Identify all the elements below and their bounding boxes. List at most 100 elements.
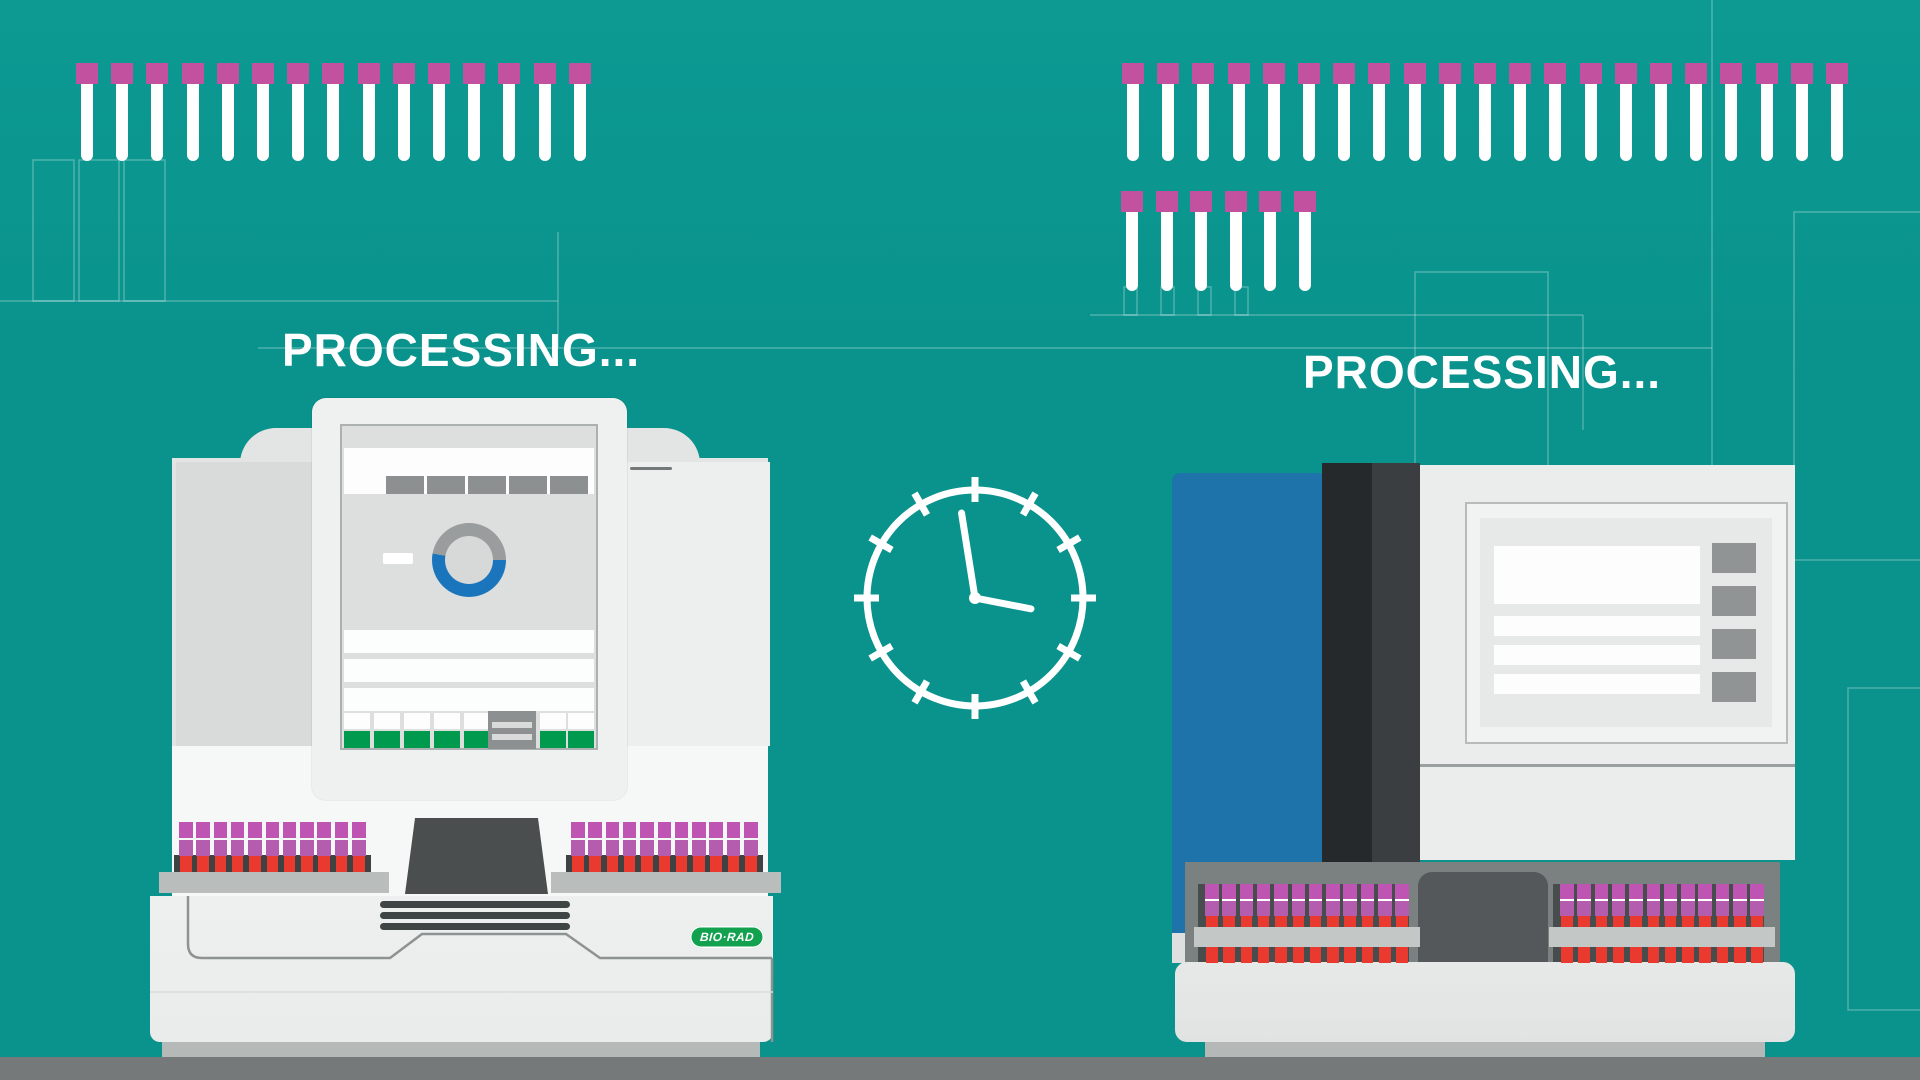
rack-tube-cap — [1222, 901, 1236, 916]
rack-tube-cap — [213, 822, 228, 838]
rack-tube-red — [606, 856, 619, 872]
sample-tube-body — [362, 84, 375, 161]
rack-tube-red — [1206, 947, 1218, 963]
rack-tube-red — [1327, 947, 1339, 963]
rack-tube-cap — [1222, 884, 1236, 899]
rack-tube-red — [335, 856, 348, 872]
rack-cap-divider — [1750, 899, 1764, 901]
sample-tube-cap — [1294, 191, 1316, 212]
screen-status-dash — [383, 553, 413, 564]
rack-tube-cap — [1629, 884, 1643, 899]
rack-cap-divider — [1395, 899, 1409, 901]
rack-tube-cap — [1308, 884, 1323, 899]
rack-tube-cap — [1733, 884, 1747, 899]
rack-tube-red — [1664, 947, 1677, 963]
sample-tube-cap — [76, 63, 98, 84]
rack-tube-red — [318, 856, 330, 872]
rack-tube-cap — [1750, 901, 1764, 916]
right-analyzer-front — [1175, 962, 1795, 1042]
sample-tube-cap — [1650, 63, 1672, 84]
sample-tube-body — [81, 84, 93, 161]
sample-tube-cap — [1826, 63, 1848, 84]
rack-tube-cap — [605, 840, 620, 856]
rack-tube-red — [1292, 916, 1304, 927]
rack-cap-divider — [1594, 899, 1609, 901]
right-analyzer-dark-column-2 — [1372, 463, 1420, 863]
rack-tube-red — [1344, 947, 1356, 963]
rack-tube-cap — [744, 840, 758, 856]
sample-tube-body — [1725, 84, 1738, 161]
rack-tube-red — [1734, 916, 1746, 927]
rack-tube-red — [1751, 916, 1763, 927]
sample-tube-cap — [111, 63, 134, 84]
screen-list-row — [344, 688, 594, 711]
screen-tab — [468, 476, 506, 494]
rack-tube-cap — [1274, 901, 1288, 916]
rack-tube-cap — [1291, 884, 1305, 899]
rack-tube-cap — [1360, 901, 1375, 916]
rack-tube-cap — [571, 822, 585, 838]
sample-tube-body — [503, 84, 516, 161]
rack-tube-cap — [1594, 884, 1609, 899]
rack-tube-cap — [588, 840, 602, 856]
rack-tube-cap — [1560, 901, 1574, 916]
sample-tube-cap — [1333, 63, 1356, 84]
rack-tube-cap — [1750, 884, 1764, 899]
sample-tube-body — [1160, 212, 1173, 291]
rack-tube-cap — [674, 822, 689, 838]
rack-tube-red — [1630, 916, 1642, 927]
screen-cell-white — [540, 713, 566, 729]
sample-tube-body — [151, 84, 164, 161]
rack-tube-cap — [1646, 901, 1660, 916]
screen-cell-green — [404, 731, 430, 748]
rack-tube-red — [1309, 916, 1322, 927]
left-analyzer-front — [150, 896, 773, 1042]
sample-tube-body — [1655, 84, 1667, 161]
display-list-row — [1494, 674, 1700, 694]
rack-cap-divider — [1291, 899, 1305, 901]
display-main-row — [1494, 546, 1700, 604]
rack-tube-cap — [1663, 901, 1678, 916]
display-button — [1712, 629, 1756, 659]
display-list-row — [1494, 616, 1700, 636]
right-processing-label: PROCESSING... — [1303, 346, 1662, 398]
rack-tube-red — [1309, 947, 1322, 963]
rack-tube-cap — [1326, 884, 1340, 899]
sample-tube-cap — [1122, 63, 1144, 84]
sample-tube-cap — [1438, 63, 1461, 84]
rack-tube-red — [1292, 947, 1304, 963]
left-analyzer-pedestal — [162, 1042, 760, 1057]
rack-tube-cap — [1577, 884, 1591, 899]
rack-tube-cap — [1256, 901, 1271, 916]
rack-tube-red — [1612, 916, 1625, 927]
rack-tube-cap — [1378, 884, 1392, 899]
sample-tube-cap — [1262, 63, 1285, 84]
sample-tube-cap — [1720, 63, 1743, 84]
rack-tube-red — [283, 856, 296, 872]
rack-tube-cap — [709, 822, 723, 838]
rack-tube-red — [1734, 947, 1746, 963]
rack-tube-cap — [1308, 901, 1323, 916]
sample-tube-cap — [1224, 191, 1247, 212]
door-handle — [630, 467, 672, 470]
rack-tube-cap — [282, 840, 297, 856]
sample-tube-cap — [1298, 63, 1320, 84]
screen-cell-green — [434, 731, 460, 748]
rack-tube-cap — [179, 840, 193, 856]
screen-tab — [550, 476, 588, 494]
left-analyzer-left-door — [176, 462, 334, 746]
rack-bar — [551, 872, 782, 893]
rack-tube-red — [1647, 916, 1659, 927]
rack-cap-divider — [1378, 899, 1392, 901]
progress-ring-hole — [445, 536, 493, 584]
rack-tube-cap — [230, 822, 245, 838]
sample-tube-cap — [1755, 63, 1778, 84]
sample-tube-body — [1443, 84, 1456, 161]
rack-tube-red — [1716, 916, 1729, 927]
sample-tube-cap — [1790, 63, 1813, 84]
screen-cell-green — [374, 731, 400, 748]
screen-tab — [386, 476, 424, 494]
rack-tube-red — [1223, 947, 1235, 963]
sample-tube-body — [1338, 84, 1351, 161]
rack-tube-cap — [265, 822, 279, 838]
